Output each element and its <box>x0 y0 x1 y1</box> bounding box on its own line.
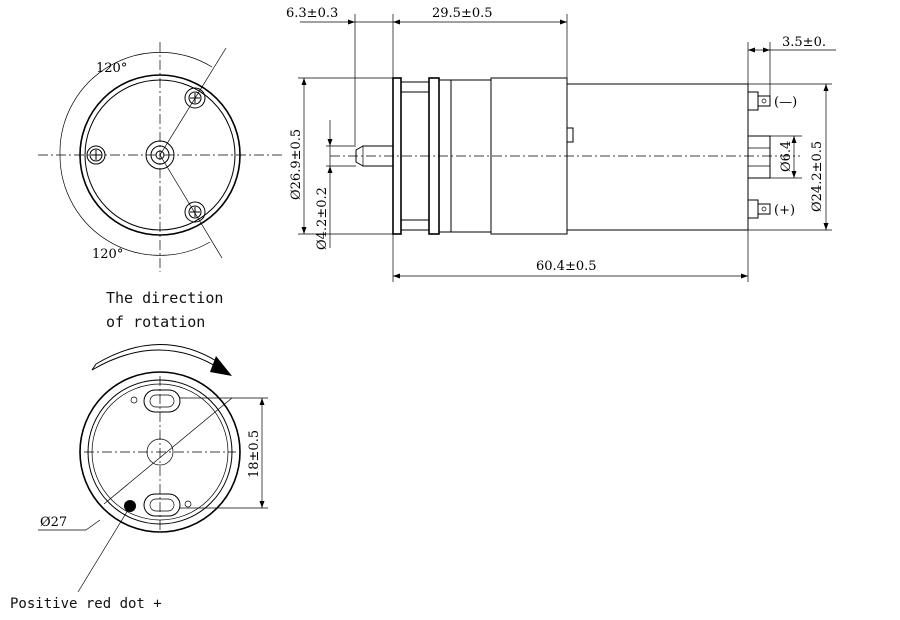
rotation-note: The direction of rotation <box>106 286 223 334</box>
terminal-slot-top <box>143 389 181 413</box>
pump-housing <box>490 77 568 235</box>
front-radial-line-upper <box>159 47 227 156</box>
dim-shaft-diameter: Ø4.2±0.2 <box>315 187 330 250</box>
front-hub-shaft <box>155 150 165 160</box>
screw-lower-right <box>184 201 206 223</box>
rear-boss <box>747 135 771 179</box>
terminal-positive-label: (+) <box>774 203 795 218</box>
dim-spacing: 18±0.5 <box>247 430 262 478</box>
screw-upper-right <box>184 87 206 109</box>
rotation-note-line2: of rotation <box>106 313 206 331</box>
front-radial-line-lower <box>159 154 223 259</box>
motor-body <box>567 83 749 231</box>
dim-body-length: 29.5±0.5 <box>432 6 493 21</box>
front-inner-circle <box>84 79 236 231</box>
rotation-arc <box>91 349 223 371</box>
dim-boss-diameter: Ø6.4 <box>779 141 794 172</box>
dim-motor-diameter: Ø24.2±0.5 <box>810 141 825 212</box>
dim-pump-diameter: Ø26.9±0.5 <box>289 129 304 200</box>
positive-red-dot-note: Positive red dot + <box>10 596 162 612</box>
positive-leader-line <box>77 509 129 593</box>
positive-dot-marker <box>124 500 136 512</box>
rear-outer-circle <box>79 371 241 533</box>
rotation-arrow-head <box>210 356 232 376</box>
terminal-negative-label: (—) <box>774 95 797 110</box>
terminal-positive <box>747 199 771 219</box>
front-hub-outer <box>145 140 175 170</box>
dim-terminal-offset: 3.5±0. <box>782 35 826 50</box>
dim-diameter: Ø27 <box>40 515 67 530</box>
angle-label-bottom: 120° <box>92 247 123 262</box>
angle-arc-upper <box>59 52 213 156</box>
terminal-negative <box>747 91 771 111</box>
side-view: 6.3±0.3 29.5±0.5 <box>286 6 836 282</box>
terminal-slot-bottom <box>143 493 181 517</box>
rotation-note-line1: The direction <box>106 289 224 307</box>
angle-arc-lower <box>59 154 211 256</box>
motor-vent <box>566 127 574 143</box>
front-hub-mid <box>150 145 170 165</box>
dim-total-length: 60.4±0.5 <box>536 259 597 274</box>
rear-diagonal <box>103 397 233 505</box>
angle-label-top: 120° <box>96 61 127 76</box>
dim-shaft-length: 6.3±0.3 <box>286 6 338 21</box>
screw-left <box>86 145 106 165</box>
rear-view: 18±0.5 Ø27 <box>38 344 268 593</box>
front-view: 120° 120° <box>38 42 282 272</box>
front-outer-circle <box>79 74 241 236</box>
